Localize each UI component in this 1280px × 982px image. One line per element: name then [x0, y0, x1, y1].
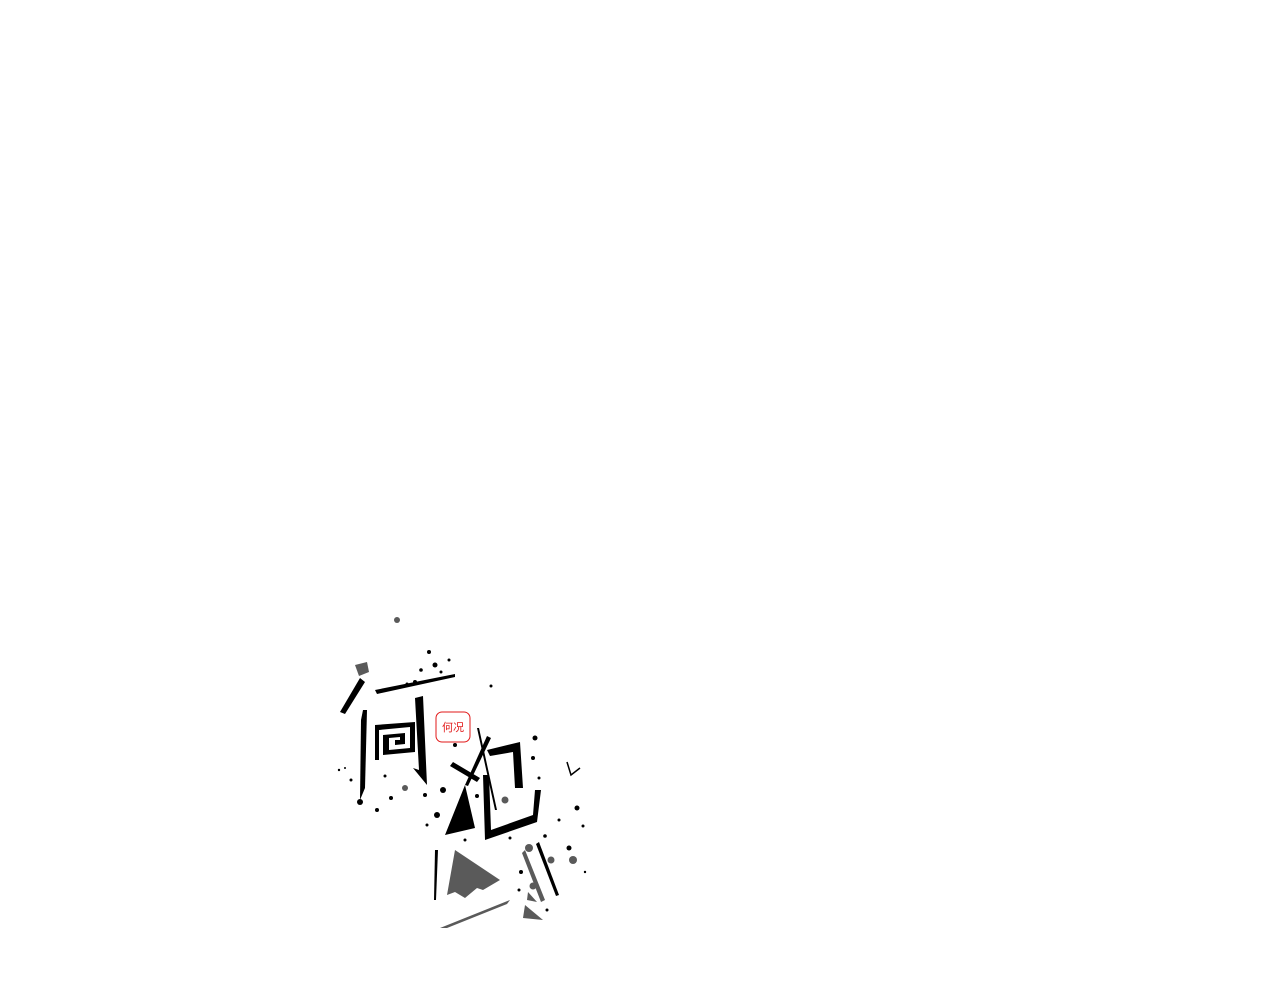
gray-shards — [434, 842, 559, 928]
ink-dot — [357, 799, 363, 805]
ink-stroke — [450, 762, 480, 782]
ink-stroke — [413, 696, 427, 785]
ink-stroke — [566, 761, 581, 777]
ink-dot — [337, 768, 341, 772]
ink-dot — [439, 670, 443, 674]
ink-dot — [402, 785, 408, 791]
ink-dot — [543, 834, 547, 838]
ink-stroke — [487, 742, 523, 788]
ink-dot — [427, 650, 431, 654]
ink-stroke — [536, 842, 559, 896]
gray-shard — [447, 850, 500, 898]
ink-dot — [344, 767, 346, 769]
ink-stroke — [340, 678, 365, 714]
gray-shard — [522, 850, 545, 902]
ink-dot — [461, 803, 465, 807]
ink-dot — [581, 824, 585, 828]
ink-dot — [463, 838, 467, 842]
calligraphy-artwork: 何况 — [337, 617, 587, 928]
ink-dot — [525, 844, 533, 852]
ink-dot — [569, 856, 577, 864]
ink-stroke — [483, 775, 541, 840]
seal-border — [435, 711, 471, 743]
ink-dot — [419, 668, 423, 672]
ink-splatter — [337, 617, 587, 912]
ink-dot — [423, 793, 427, 797]
character-kuang-strokes — [445, 728, 581, 840]
ink-dot — [537, 776, 541, 780]
ink-dot — [394, 617, 400, 623]
gray-shard — [523, 905, 543, 920]
ink-dot — [405, 682, 409, 686]
ink-stroke — [355, 662, 369, 676]
ink-dot — [583, 870, 587, 874]
ink-dot — [547, 856, 555, 864]
ink-dot — [519, 870, 523, 874]
ink-dot — [566, 845, 572, 851]
ink-stroke — [465, 736, 491, 786]
red-seal-stamp: 何况 — [435, 711, 471, 743]
ink-dot — [389, 796, 393, 800]
ink-dot — [517, 888, 521, 892]
ink-stroke — [434, 850, 438, 900]
ink-dot — [432, 662, 438, 668]
ink-dot — [383, 774, 387, 778]
ink-dot — [532, 735, 538, 741]
ink-dot — [545, 908, 549, 912]
ink-dot — [508, 836, 512, 840]
ink-stroke — [445, 785, 475, 835]
ink-dot — [501, 796, 509, 804]
ink-dot — [557, 818, 561, 822]
ink-stroke — [360, 710, 367, 800]
character-he-strokes — [340, 662, 455, 800]
ink-dot — [425, 823, 429, 827]
ink-dot — [453, 743, 457, 747]
ink-dot — [529, 882, 537, 890]
ink-stroke — [375, 722, 415, 760]
ink-dot — [440, 787, 446, 793]
ink-stroke — [477, 728, 497, 810]
ink-dot — [375, 808, 379, 812]
ink-dot — [349, 778, 353, 782]
ink-dot — [413, 680, 417, 684]
ink-dot — [489, 684, 493, 688]
ink-dot — [447, 658, 451, 662]
gray-shard — [440, 900, 510, 928]
ink-dot — [574, 805, 580, 811]
seal-text: 何况 — [442, 721, 464, 734]
gray-shard — [527, 892, 537, 902]
ink-dot — [475, 794, 479, 798]
ink-dot — [531, 756, 535, 760]
ink-dot — [434, 812, 440, 818]
